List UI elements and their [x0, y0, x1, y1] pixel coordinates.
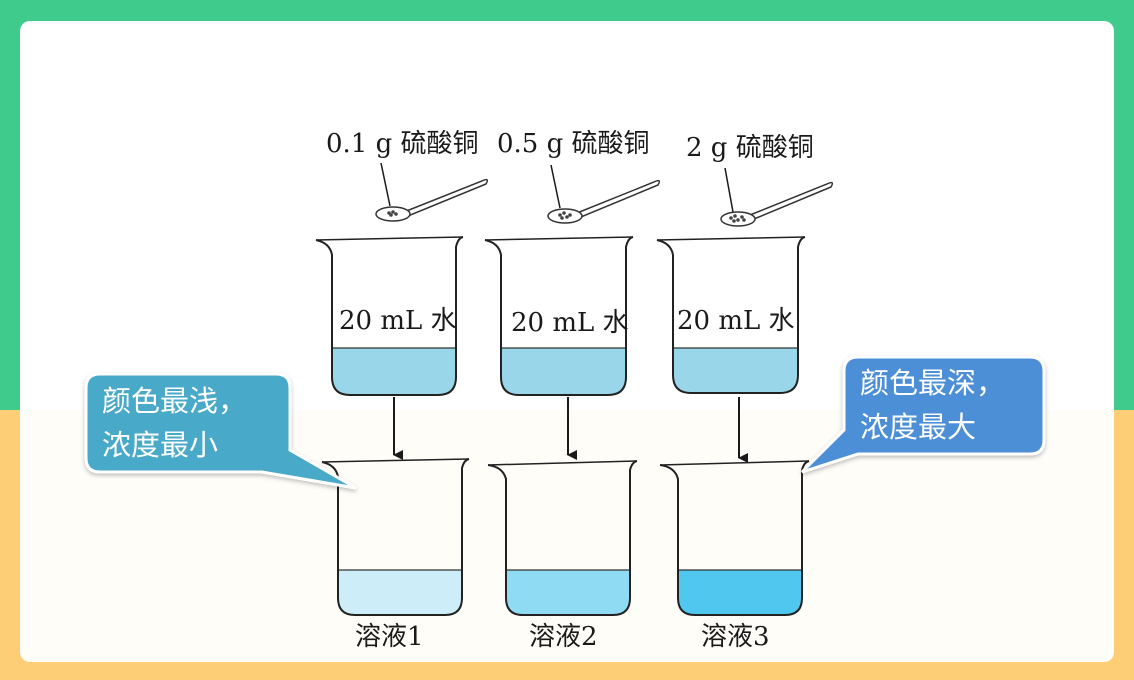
spoon-pointer-3 [724, 167, 734, 213]
solution-label-1: 溶液1 [355, 622, 424, 652]
callout-darkest [800, 355, 1046, 474]
callout-darkest-line1: 颜色最深， [860, 366, 1005, 400]
spoon-2 [547, 179, 661, 224]
experiment-3: 2 g 硫酸铜 20 mL 水 溶液3 [656, 133, 834, 652]
spoon-pointer-1 [380, 162, 391, 207]
water-label-1: 20 mL 水 [339, 306, 457, 336]
water-label-2: 20 mL 水 [511, 308, 629, 338]
spoon-label-2: 0.5 g 硫酸铜 [497, 129, 650, 159]
callout-darkest-line2: 浓度最大 [860, 410, 976, 444]
water-beaker-3 [656, 236, 806, 394]
water-beaker-2 [484, 236, 634, 396]
solution-beaker-1 [321, 458, 470, 616]
spoon-1 [375, 178, 489, 222]
callout-lightest [84, 372, 357, 490]
solution-beaker-3 [659, 460, 810, 616]
solution-label-3: 溶液3 [701, 622, 770, 652]
spoon-pointer-2 [550, 164, 561, 209]
callout-lightest-line2: 浓度最小 [102, 428, 218, 462]
solution-label-2: 溶液2 [529, 622, 598, 652]
water-beaker-1 [315, 236, 464, 396]
experiment-1: 0.1 g 硫酸铜 20 mL 水 溶液1 [315, 129, 489, 652]
callout-lightest-line1: 颜色最浅， [102, 384, 247, 418]
spoon-label-3: 2 g 硫酸铜 [686, 133, 814, 163]
experiment-2: 0.5 g 硫酸铜 20 mL 水 溶液2 [484, 129, 661, 652]
spoon-3 [720, 181, 834, 227]
water-label-3: 20 mL 水 [677, 306, 795, 336]
spoon-label-1: 0.1 g 硫酸铜 [326, 129, 479, 159]
solution-beaker-2 [487, 460, 638, 616]
